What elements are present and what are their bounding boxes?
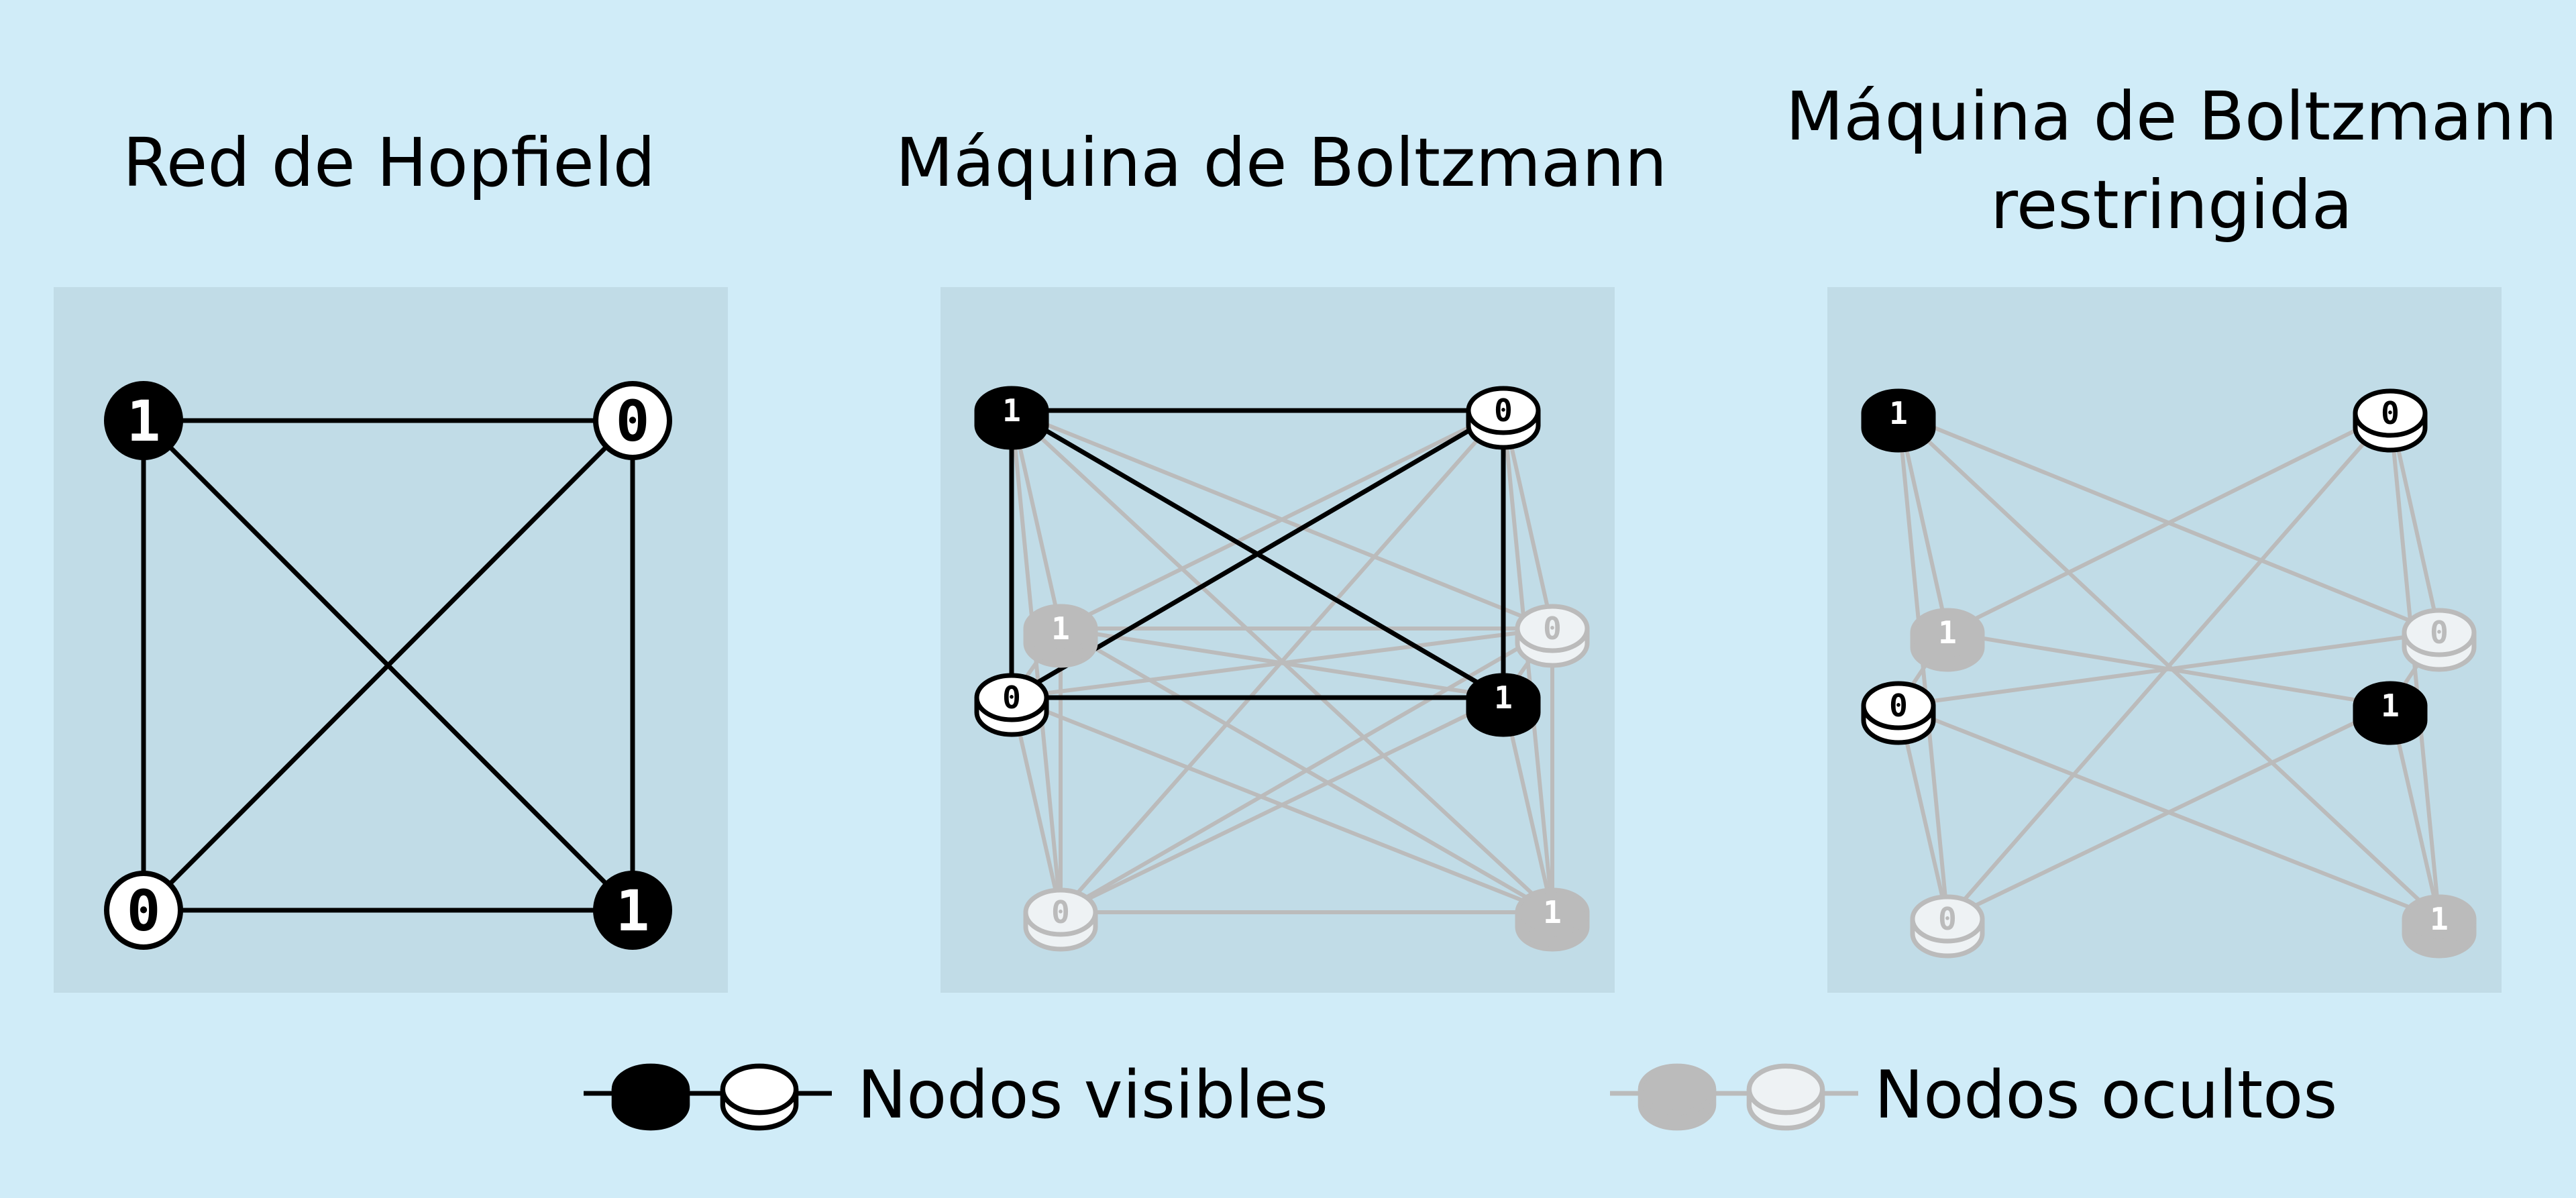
- svg-text:1: 1: [2430, 901, 2449, 937]
- hidden-node-dark-icon: [1638, 1063, 1717, 1131]
- visible-node-v1: 1: [104, 381, 183, 460]
- svg-text:1: 1: [1938, 614, 1957, 651]
- hidden-node-h1: 1: [1023, 604, 1098, 668]
- visible-node-v3: 0: [974, 673, 1049, 737]
- svg-text:0: 0: [1051, 894, 1070, 930]
- visible-node-v2: 0: [2353, 388, 2428, 453]
- svg-text:1: 1: [616, 878, 650, 944]
- panel-title-line: restringida: [1990, 166, 2353, 244]
- svg-text:0: 0: [1938, 901, 1957, 937]
- visible-node-v3: 0: [104, 871, 183, 950]
- svg-text:0: 0: [2381, 395, 2400, 431]
- svg-text:1: 1: [1002, 392, 1021, 429]
- edge-v4-h1: [1947, 631, 2391, 708]
- svg-text:1: 1: [1051, 610, 1070, 647]
- svg-text:0: 0: [1543, 610, 1562, 647]
- svg-text:1: 1: [1543, 894, 1562, 930]
- edge-v4-h3: [1059, 696, 1505, 914]
- hidden-node-h1: 1: [1910, 608, 1985, 672]
- panel-title-boltzmann: Máquina de Boltzmann: [896, 123, 1667, 202]
- svg-text:0: 0: [616, 388, 650, 454]
- visible-node-v3: 0: [1861, 681, 1936, 745]
- panel-title-line: Máquina de Boltzmann: [1786, 77, 2557, 156]
- edge-group: [141, 418, 635, 913]
- svg-text:0: 0: [127, 878, 161, 944]
- svg-text:1: 1: [2381, 688, 2400, 724]
- svg-text:0: 0: [2430, 614, 2449, 651]
- visible-node-v2: 0: [1466, 386, 1541, 450]
- edge-v4-h3: [1946, 704, 2392, 921]
- panel-restricted-boltzmann: Máquina de Boltzmann restringida 1 0 0 1 1 0 0 1: [1786, 77, 2557, 993]
- hidden-node-light-icon: [1746, 1063, 1825, 1131]
- legend-hidden-label: Nodos ocultos: [1874, 1057, 2337, 1134]
- visible-node-dark-icon: [611, 1063, 690, 1131]
- legend: Nodos visibles Nodos ocultos: [584, 1057, 2337, 1134]
- legend-hidden-nodes: Nodos ocultos: [1610, 1057, 2337, 1134]
- visible-node-v4: 1: [2353, 681, 2428, 745]
- edge-v2-v3: [142, 419, 635, 912]
- visible-node-v4: 1: [1466, 673, 1541, 737]
- visible-node-v4: 1: [593, 871, 672, 950]
- node-group: 1 0 0 1: [104, 381, 672, 950]
- edge-v2-h1: [1946, 411, 2392, 635]
- visible-node-swatch-icon: [584, 1063, 832, 1131]
- hidden-node-h2: 0: [1515, 604, 1590, 668]
- node-group: 1 0 0 1 1 0 0 1: [1861, 388, 2477, 959]
- visible-node-v2: 0: [593, 381, 672, 460]
- legend-visible-nodes: Nodos visibles: [584, 1057, 1328, 1134]
- svg-text:1: 1: [1889, 395, 1908, 431]
- svg-text:1: 1: [127, 388, 161, 454]
- svg-text:0: 0: [1494, 392, 1513, 429]
- visible-node-v1: 1: [974, 386, 1049, 450]
- hidden-node-swatch-icon: [1610, 1063, 1858, 1131]
- svg-text:1: 1: [1494, 679, 1513, 716]
- hidden-node-h3: 0: [1023, 887, 1098, 952]
- svg-text:0: 0: [1889, 688, 1908, 724]
- legend-visible-label: Nodos visibles: [857, 1057, 1328, 1134]
- hidden-node-h2: 0: [2402, 608, 2477, 672]
- panel-title-restricted-boltzmann: Máquina de Boltzmann restringida: [1786, 77, 2557, 244]
- visible-node-light-icon: [720, 1063, 799, 1131]
- edge-v2-h1: [1059, 409, 1505, 631]
- edge-v2-h3: [1945, 412, 2392, 920]
- svg-text:0: 0: [1002, 679, 1021, 716]
- hidden-node-h4: 1: [2402, 894, 2477, 959]
- hidden-node-h3: 0: [1910, 894, 1985, 959]
- hidden-node-h4: 1: [1515, 887, 1590, 952]
- panel-title-hopfield: Red de Hopfield: [123, 123, 655, 202]
- edge-v4-h1: [1060, 627, 1504, 700]
- visible-node-v1: 1: [1861, 388, 1936, 453]
- panel-hopfield: Red de Hopfield 1 0 0 1: [54, 123, 728, 993]
